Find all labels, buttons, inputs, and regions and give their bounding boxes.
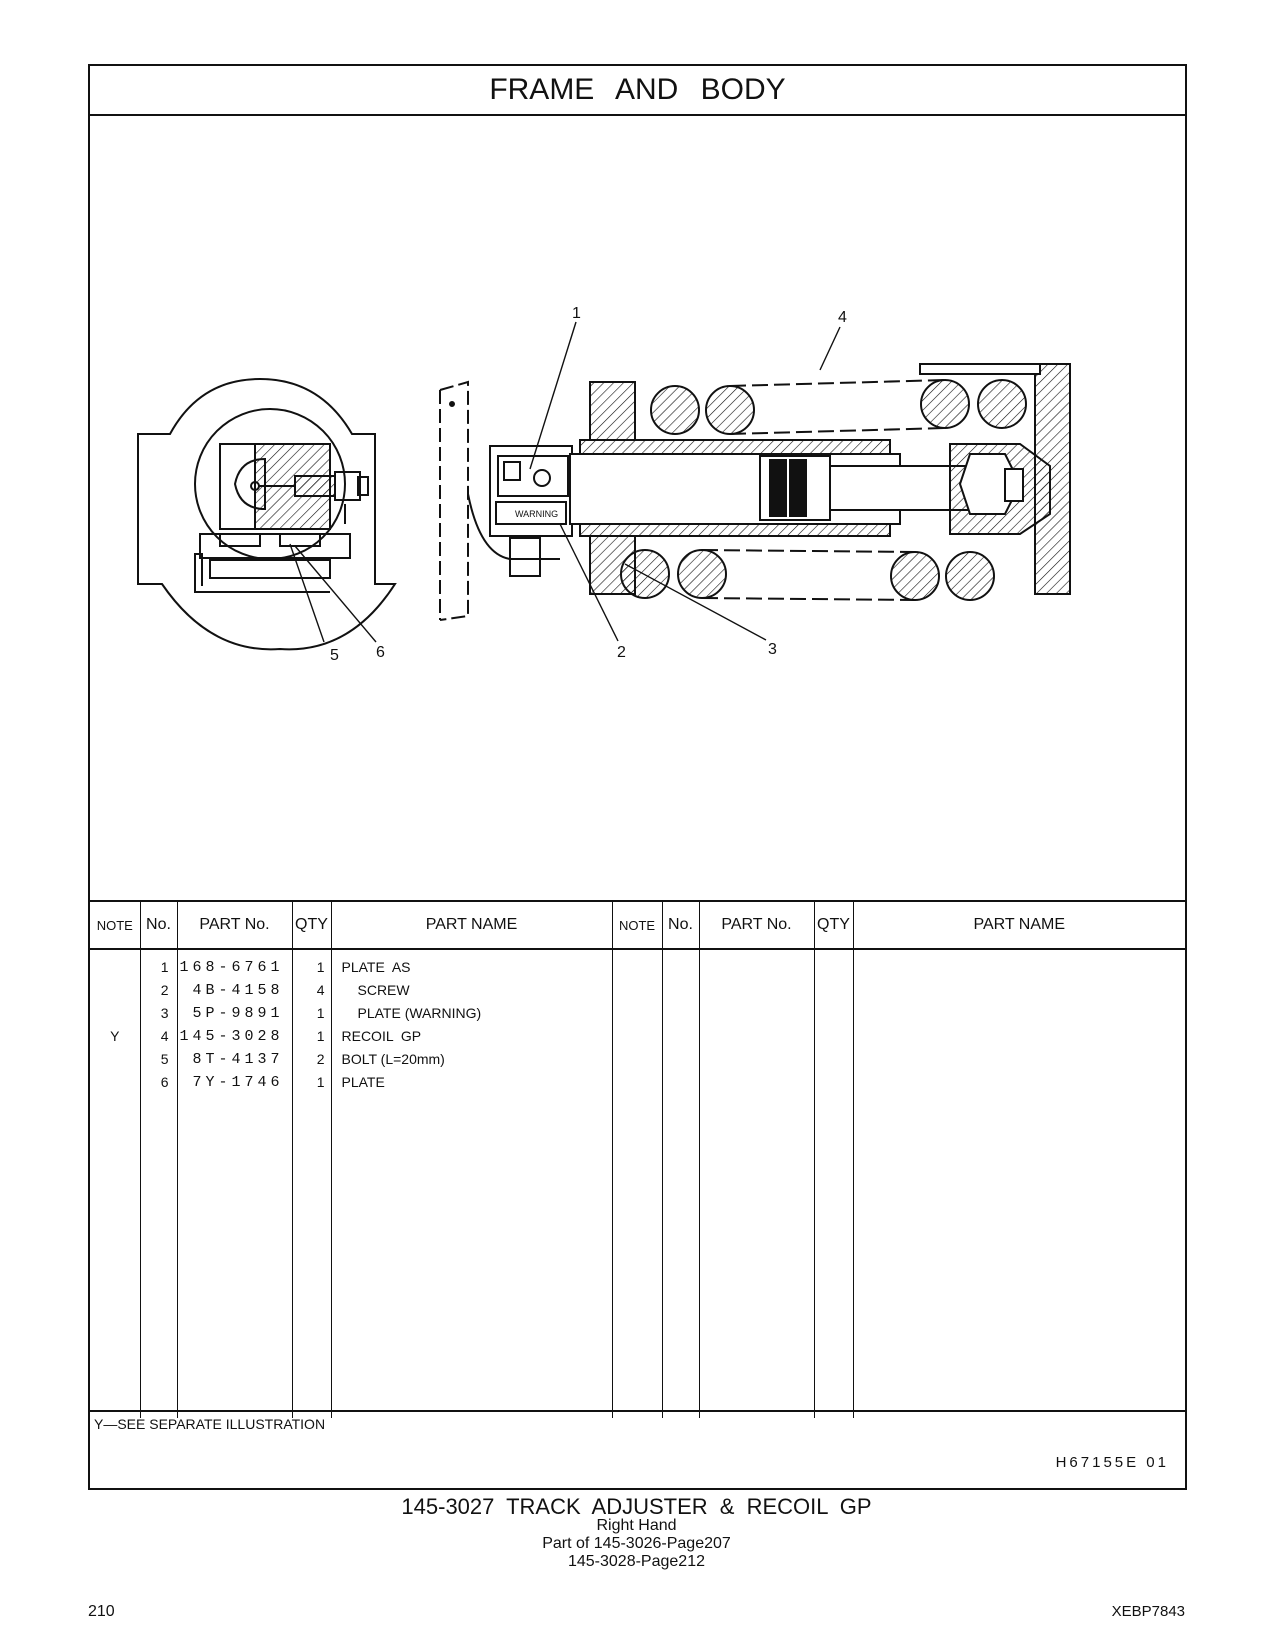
cell-name: PLATE (WARNING)	[357, 1005, 482, 1021]
cell-qty: 1	[316, 1074, 325, 1090]
col-part-name-2: PART NAME	[853, 900, 1185, 950]
cell-note	[90, 1002, 140, 1025]
qty-column: 1 4 1 1 2 1	[292, 949, 332, 1418]
cell-part-no: 8T-4137	[192, 1051, 284, 1068]
col-part-no: PART No.	[177, 900, 293, 950]
cell-name: PLATE	[341, 1074, 385, 1090]
group-caption: 145-3027 TRACK ADJUSTER & RECOIL GP	[401, 1494, 872, 1519]
exploded-illustration: WARNING	[90, 114, 1185, 900]
page-number: 210	[88, 1603, 115, 1620]
col-note: NOTE	[90, 900, 141, 950]
col-part-name: PART NAME	[331, 900, 613, 950]
callout-6: 6	[376, 644, 385, 661]
end-view-assembly	[137, 377, 397, 651]
recoil-spring	[620, 379, 1027, 601]
cell-no: 4	[160, 1028, 169, 1044]
cell-name: SCREW	[357, 982, 410, 998]
frame-plate	[439, 380, 560, 621]
col-no: No.	[140, 900, 178, 950]
part-no-column: 168-6761 4B-4158 5P-9891 145-3028 8T-4137 7Y-…	[177, 949, 293, 1418]
cell-note	[90, 1048, 140, 1071]
cell-no: 1	[160, 959, 169, 975]
callout-5: 5	[330, 647, 339, 664]
caption-hand: Right Hand	[596, 1517, 677, 1534]
qty-column-2	[814, 949, 854, 1418]
part-no-column-2	[699, 949, 815, 1418]
page-title: FRAME AND BODY	[90, 66, 1185, 116]
cell-no: 6	[160, 1074, 169, 1090]
cell-note	[90, 956, 140, 979]
callout-3: 3	[768, 641, 777, 658]
footnote: Y—SEE SEPARATE ILLUSTRATION	[94, 1416, 326, 1432]
cell-no: 2	[160, 982, 169, 998]
col-note-2: NOTE	[612, 900, 663, 950]
cell-qty: 1	[316, 959, 325, 975]
document-id: XEBP7843	[1111, 1603, 1185, 1620]
warning-plate	[495, 501, 567, 525]
cell-note: Y	[110, 1028, 120, 1044]
cell-name: BOLT (L=20mm)	[341, 1051, 445, 1067]
no-column: 1 2 3 4 5 6	[140, 949, 178, 1418]
cylinder-section	[569, 363, 1071, 595]
parts-table: NOTE No. PART No. QTY PART NAME NOTE No.…	[90, 900, 1185, 1418]
no-column-2	[662, 949, 700, 1418]
cell-name: PLATE AS	[341, 959, 411, 975]
svg-text:WARNING: WARNING	[515, 509, 558, 519]
track-adjuster-drawing: WARNING	[137, 305, 1071, 664]
cell-name: RECOIL GP	[341, 1028, 422, 1044]
parts-page-frame: FRAME AND BODY	[88, 64, 1187, 1490]
cell-part-no: 7Y-1746	[192, 1074, 284, 1091]
cell-part-no: 145-3028	[179, 1028, 284, 1045]
cell-qty: 2	[316, 1051, 325, 1067]
note-column-2	[612, 949, 663, 1418]
footnote-divider	[90, 1410, 1185, 1412]
leader-lines	[289, 321, 841, 643]
cell-qty: 1	[316, 1028, 325, 1044]
cell-part-no: 4B-4158	[192, 982, 284, 999]
col-qty: QTY	[292, 900, 332, 950]
cell-note	[90, 979, 140, 1002]
callout-1: 1	[572, 305, 581, 322]
cell-qty: 1	[316, 1005, 325, 1021]
col-no-2: No.	[662, 900, 700, 950]
note-column: Y	[90, 949, 141, 1418]
caption-part-of: Part of 145-3026-Page207	[542, 1535, 731, 1552]
illustration-code: H67155E 01	[1055, 1454, 1169, 1471]
col-qty-2: QTY	[814, 900, 854, 950]
cell-note	[90, 1071, 140, 1094]
callout-4: 4	[838, 309, 847, 326]
caption-related: 145-3028-Page212	[567, 1553, 705, 1570]
cell-part-no: 168-6761	[179, 959, 284, 976]
cell-no: 3	[160, 1005, 169, 1021]
part-name-column: PLATE AS SCREW PLATE (WARNING) RECOIL GP BOL…	[331, 949, 613, 1418]
col-part-no-2: PART No.	[699, 900, 815, 950]
cell-no: 5	[160, 1051, 169, 1067]
table-body: Y 1 2 3 4 5 6 168-6761 4B-4158 5P-9891 145-3028 8…	[90, 949, 1185, 1418]
cell-qty: 4	[316, 982, 325, 998]
cell-part-no: 5P-9891	[192, 1005, 284, 1022]
callout-2: 2	[617, 644, 626, 661]
table-header-row: NOTE No. PART No. QTY PART NAME NOTE No.…	[90, 900, 1185, 950]
part-name-column-2	[853, 949, 1185, 1418]
